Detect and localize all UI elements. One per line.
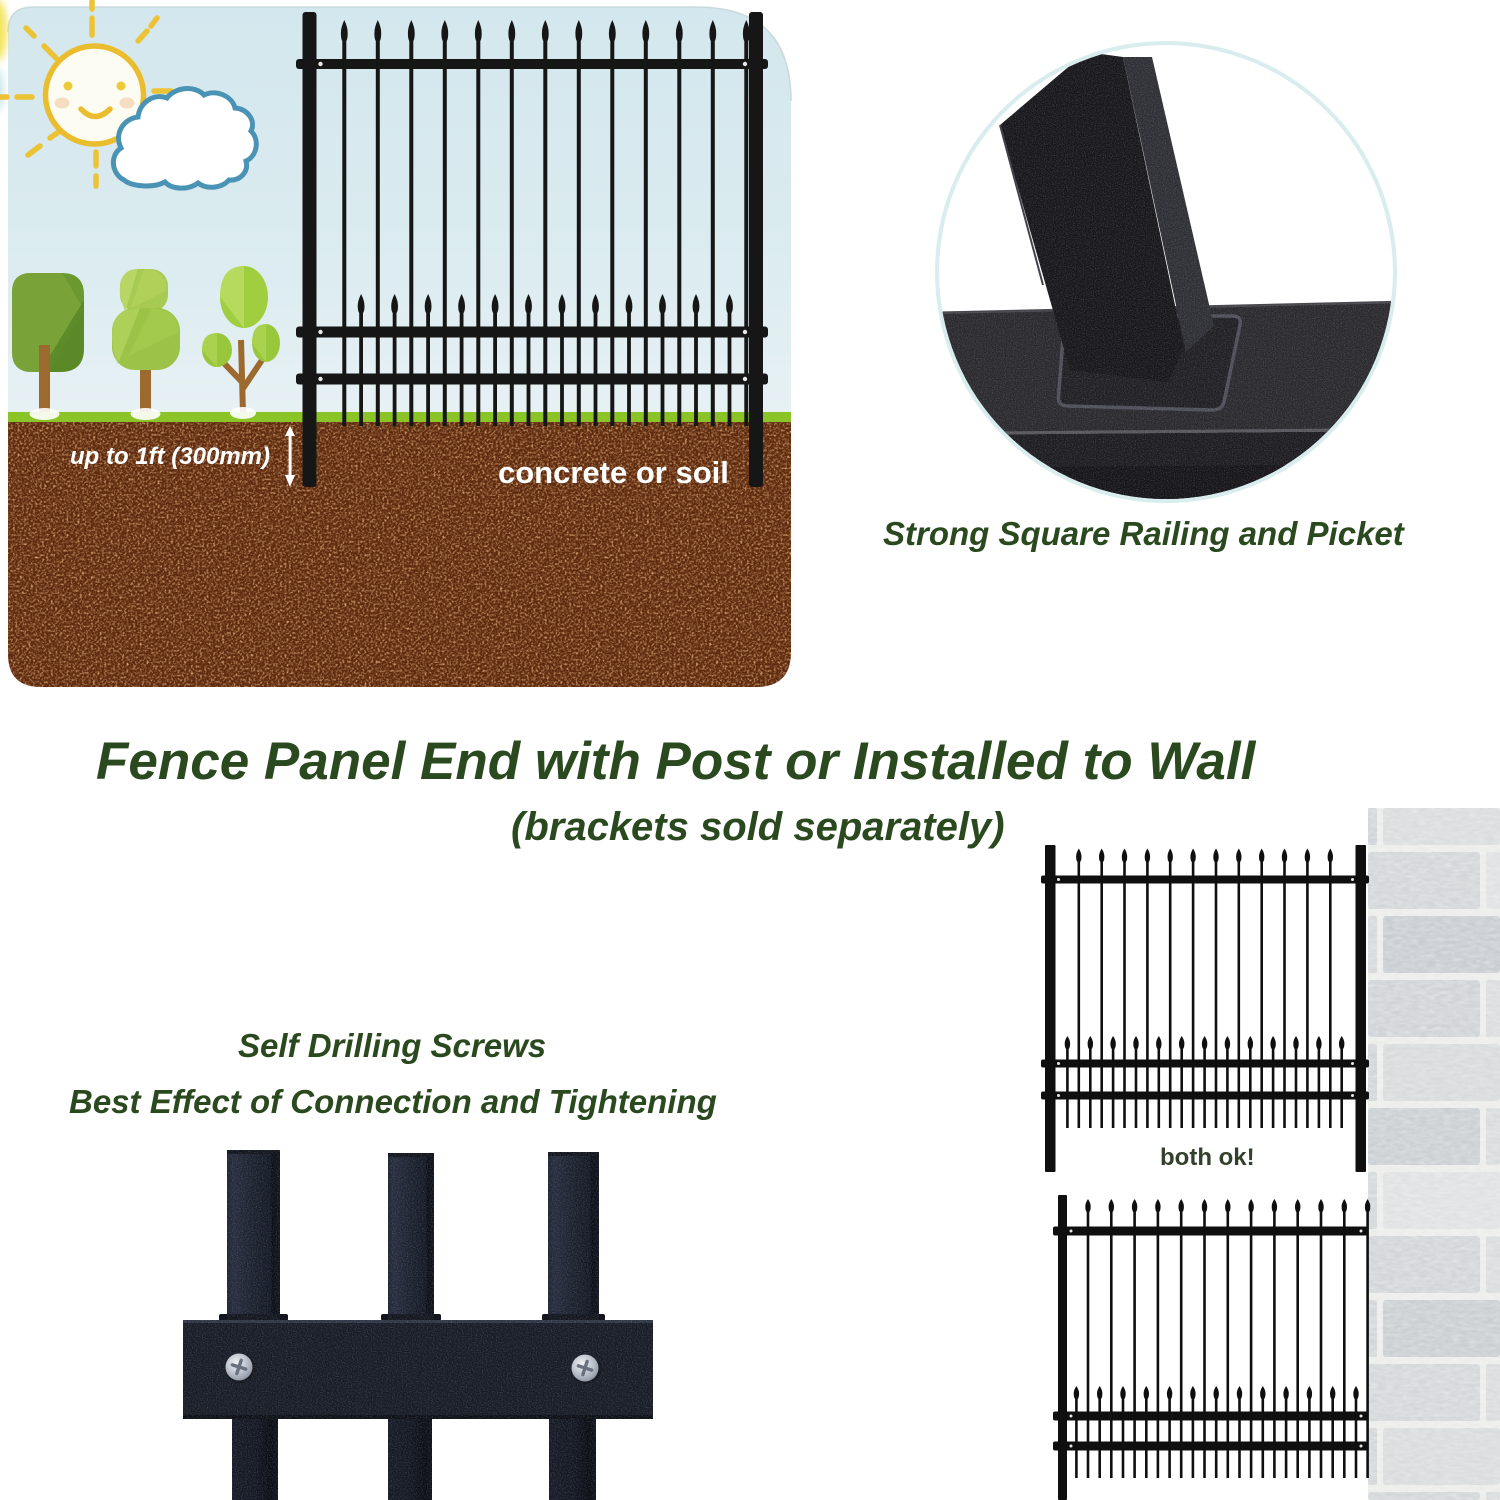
svg-text:concrete or soil: concrete or soil <box>498 455 729 490</box>
svg-text:up to 1ft (300mm): up to 1ft (300mm) <box>70 443 270 470</box>
